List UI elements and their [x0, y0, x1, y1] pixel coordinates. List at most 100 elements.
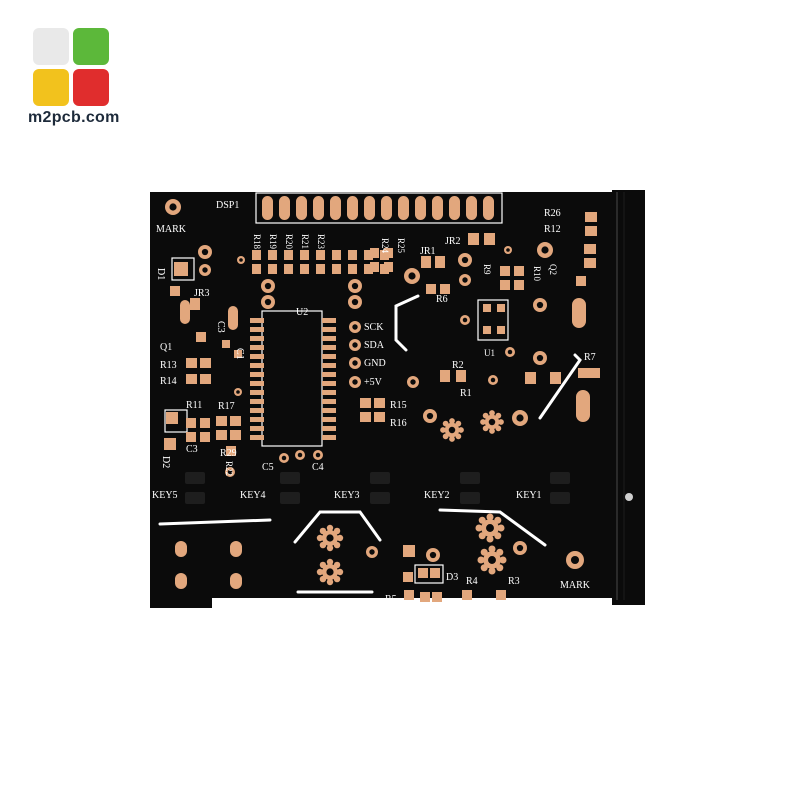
- smd-pad: [430, 568, 440, 578]
- header-pin: [262, 196, 273, 220]
- key-pad: [460, 492, 480, 504]
- smd-pad: [468, 233, 479, 245]
- via-hole: [516, 544, 524, 552]
- smd-pad: [234, 350, 242, 358]
- ic-pad: [250, 381, 264, 386]
- brand-text: m2pcb.com: [28, 109, 120, 126]
- smd-pad: [578, 368, 590, 378]
- via-hole: [462, 317, 468, 323]
- label-q1: Q1: [160, 342, 172, 353]
- smd-pad: [374, 412, 385, 422]
- smd-pad: [230, 416, 241, 426]
- label-c4: C4: [312, 462, 324, 473]
- smd-pad: [332, 264, 341, 274]
- ic-pad: [322, 336, 336, 341]
- label-key4: KEY4: [240, 490, 266, 501]
- label-mark-top-left: MARK: [156, 224, 187, 235]
- smd-pad: [432, 592, 442, 602]
- oval-pad: [576, 390, 590, 422]
- via-hole: [429, 551, 437, 559]
- via-hole: [352, 379, 358, 385]
- smd-pad: [252, 264, 261, 274]
- smd-pad: [374, 398, 385, 408]
- ic-pad: [322, 390, 336, 395]
- ic-pad: [250, 345, 264, 350]
- label-r2: R2: [452, 360, 464, 371]
- ic-pad: [250, 318, 264, 323]
- smd-pad: [590, 368, 600, 378]
- via-hole: [507, 349, 513, 355]
- smd-pad: [226, 446, 236, 456]
- oval-pad: [228, 306, 238, 330]
- smd-pad: [364, 250, 373, 260]
- thermal-spoke: [475, 524, 483, 532]
- smd-pad: [514, 266, 524, 276]
- thermal-spoke: [440, 427, 446, 433]
- label-jr2: JR2: [445, 236, 461, 247]
- thermal-spoke: [486, 513, 494, 521]
- label-r4: R4: [466, 576, 478, 587]
- thermal-spoke: [326, 524, 334, 532]
- thermal-spoke: [326, 558, 334, 566]
- header-pin: [313, 196, 324, 220]
- smd-pad: [222, 340, 230, 348]
- via-hole: [516, 414, 524, 422]
- label-c3-upper: C3: [215, 321, 226, 333]
- board-outline: [150, 190, 645, 608]
- header-pin: [415, 196, 426, 220]
- via-hole: [488, 418, 496, 426]
- smd-pad: [462, 590, 472, 600]
- oval-pad: [572, 298, 586, 328]
- label-r14: R14: [160, 376, 177, 387]
- thermal-spoke: [449, 418, 455, 424]
- smd-pad: [497, 304, 505, 312]
- smd-pad: [370, 248, 379, 258]
- via-hole: [490, 377, 496, 383]
- thermal-spoke: [498, 419, 504, 425]
- smd-pad: [421, 256, 431, 268]
- header-pin: [364, 196, 375, 220]
- smd-pad: [268, 264, 277, 274]
- via-hole: [506, 248, 510, 252]
- header-pin: [296, 196, 307, 220]
- ic-pad: [250, 408, 264, 413]
- key-pad: [185, 472, 205, 484]
- ic-pad: [250, 399, 264, 404]
- logo-tile-red: [73, 69, 109, 106]
- label-dsp1: DSP1: [216, 200, 239, 211]
- smd-pad: [370, 262, 379, 272]
- silkscreen-labels: DSP1 MARK MARK D1 JR3 Q1 R13 R14 C3 C1 U…: [152, 200, 596, 605]
- label-sda: SDA: [364, 340, 385, 351]
- edge-hole: [625, 493, 633, 501]
- label-r3: R3: [508, 576, 520, 587]
- ic-pad: [322, 417, 336, 422]
- ic-pad: [322, 399, 336, 404]
- label-key5: KEY5: [152, 490, 178, 501]
- thermal-spoke: [316, 568, 324, 576]
- label-r16: R16: [390, 418, 407, 429]
- smd-pad: [550, 372, 561, 384]
- smd-pad: [525, 372, 536, 384]
- label-plus5v: +5V: [364, 377, 383, 388]
- smd-pad: [200, 374, 211, 384]
- label-r29: R29: [220, 448, 237, 459]
- smd-pad: [576, 276, 586, 286]
- label-mark-bottom-right: MARK: [560, 580, 591, 591]
- smd-pad: [200, 418, 210, 428]
- smd-pad: [418, 568, 428, 578]
- oval-pad: [175, 573, 187, 589]
- label-c1: C1: [234, 348, 245, 360]
- smd-pad: [483, 326, 491, 334]
- smd-pad: [200, 358, 211, 368]
- ic-pad: [250, 426, 264, 431]
- smd-pad: [360, 412, 371, 422]
- ic-pad: [322, 381, 336, 386]
- smd-pad: [186, 418, 196, 428]
- via-hole: [426, 412, 434, 420]
- via-hole: [462, 277, 468, 283]
- thermal-spoke: [336, 568, 344, 576]
- smd-pad: [190, 298, 200, 310]
- smd-pad: [196, 332, 206, 342]
- thermal-spoke: [326, 544, 334, 552]
